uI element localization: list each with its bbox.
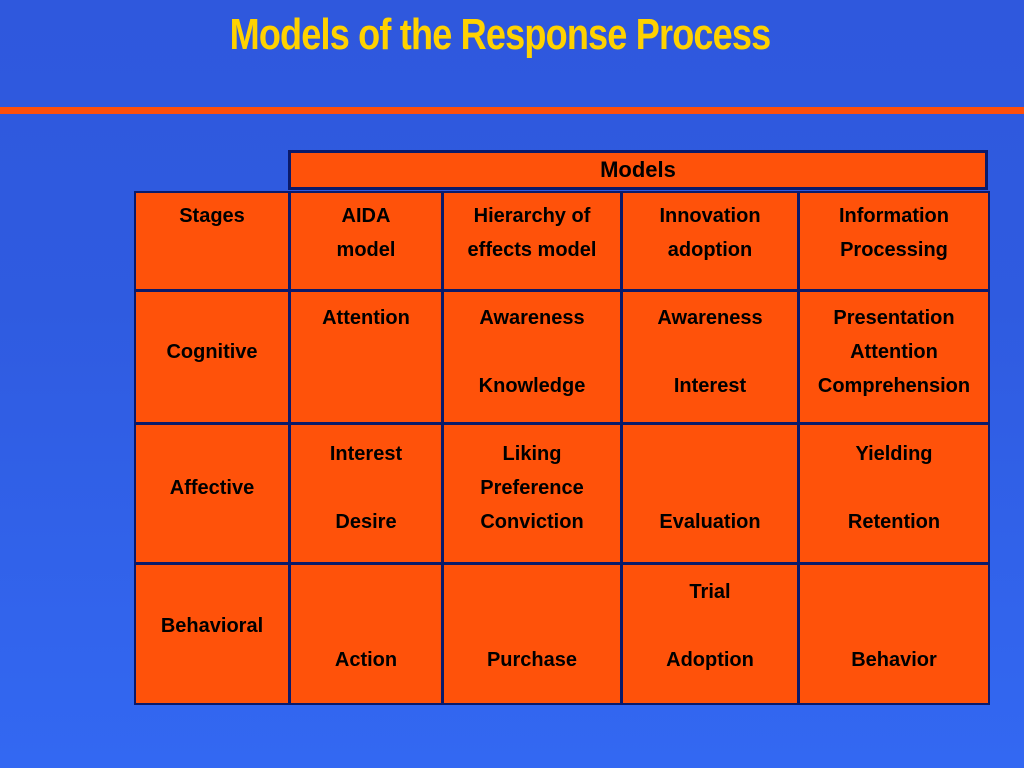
behavioral-hierarchy: Purchase [444, 565, 620, 703]
cognitive-aida: Attention [291, 292, 441, 422]
cell-line: Stages [179, 205, 245, 227]
cell-line: Information [839, 205, 949, 227]
affective-innovation: Evaluation [623, 425, 797, 562]
cell-line [291, 369, 441, 403]
behavioral-innovation: Trial Adoption [623, 565, 797, 703]
affective-information: Yielding Retention [800, 425, 988, 562]
cell-line: Purchase [486, 649, 578, 671]
cell-line: Presentation [833, 307, 955, 329]
cell-line [623, 609, 797, 643]
cell-line [291, 471, 441, 505]
cell-line [800, 609, 988, 643]
slide-title: Models of the Response Process [229, 10, 772, 59]
cell-line: Interest [673, 375, 747, 397]
cognitive-innovation: Awareness Interest [623, 292, 797, 422]
cell-line [444, 575, 620, 609]
cell-line: Desire [335, 511, 397, 533]
cell-line: Attention [322, 307, 410, 329]
cell-line [623, 335, 797, 369]
cell-line: Adoption [666, 649, 754, 671]
header-hierarchy: Hierarchy of effects model [444, 193, 620, 289]
cell-line: AIDA [341, 205, 391, 227]
cell-line: Affective [169, 477, 255, 499]
cell-line [623, 471, 797, 505]
cell-line: Cognitive [166, 341, 258, 363]
cognitive-information: Presentation Attention Comprehension [800, 292, 988, 422]
stage-cognitive: Cognitive [136, 292, 288, 422]
behavioral-information: Behavior [800, 565, 988, 703]
header-aida: AIDA model [291, 193, 441, 289]
cell-line: Yielding [855, 443, 933, 465]
cell-line [291, 335, 441, 369]
cell-line: Awareness [657, 307, 763, 329]
models-header: Models [288, 150, 988, 190]
title-divider [0, 107, 1024, 114]
cell-line: Comprehension [817, 375, 971, 397]
models-label: Models [600, 157, 676, 182]
cell-line: Attention [850, 341, 938, 363]
cell-line [623, 437, 797, 471]
cell-line: Knowledge [478, 375, 586, 397]
cell-line [444, 609, 620, 643]
cell-line: Interest [329, 443, 403, 465]
cell-line: Innovation [659, 205, 761, 227]
stage-affective: Affective [136, 425, 288, 562]
cell-line [291, 575, 441, 609]
behavioral-aida: Action [291, 565, 441, 703]
response-models-table: Stages AIDA model Hierarchy of effects m… [134, 191, 990, 705]
cell-line: Preference [480, 477, 584, 499]
cell-line [291, 609, 441, 643]
cell-line: Awareness [479, 307, 585, 329]
cell-line: Behavior [851, 649, 937, 671]
cell-line: Conviction [480, 511, 584, 533]
header-innovation: Innovation adoption [623, 193, 797, 289]
cell-line: Processing [840, 239, 948, 261]
cell-line: Retention [847, 511, 941, 533]
cognitive-hierarchy: Awareness Knowledge [444, 292, 620, 422]
cell-line: effects model [467, 239, 597, 261]
cell-line: Liking [502, 443, 562, 465]
cell-line: Behavioral [160, 615, 264, 637]
cell-line [444, 335, 620, 369]
cell-line [800, 471, 988, 505]
cell-line: Action [334, 649, 398, 671]
cell-line: Trial [689, 581, 731, 603]
cell-line: model [336, 239, 396, 261]
cell-line [800, 575, 988, 609]
stage-behavioral: Behavioral [136, 565, 288, 703]
affective-hierarchy: Liking Preference Conviction [444, 425, 620, 562]
header-stages: Stages [136, 193, 288, 289]
affective-aida: Interest Desire [291, 425, 441, 562]
cell-line: adoption [667, 239, 753, 261]
cell-line: Evaluation [659, 511, 761, 533]
header-information: Information Processing [800, 193, 988, 289]
cell-line: Hierarchy of [473, 205, 591, 227]
